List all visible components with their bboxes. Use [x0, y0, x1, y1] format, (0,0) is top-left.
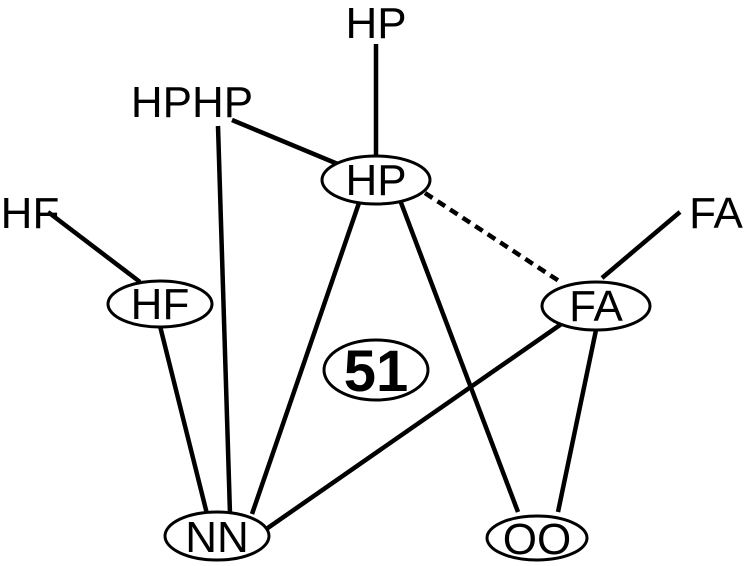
fa-node: FA [540, 280, 652, 332]
oo-node: OO [485, 514, 589, 564]
oo-node-label: OO [503, 515, 571, 564]
edge-hphp-to-hp-center [231, 117, 346, 170]
edge-hp-center-to-fa-dashed [423, 191, 564, 285]
hf-ellipse [106, 279, 214, 329]
fa-node-label: FA [569, 282, 623, 331]
hf-node: HF [106, 279, 214, 329]
hphp-top-label: HPHP [131, 78, 253, 127]
hf-top-label: HF [1, 189, 60, 238]
edge-hf-top-to-hf [46, 210, 142, 284]
center-number-ellipse [322, 338, 430, 402]
nn-node: NN [163, 510, 271, 562]
edge-hp-center-to-nn [249, 199, 363, 515]
edge-hp-center-to-oo [397, 199, 521, 513]
fa-ellipse [540, 280, 652, 332]
center-number-node: 51 [322, 338, 430, 404]
fa-top-label: FA [689, 189, 743, 238]
hp-center-ellipse [320, 154, 432, 206]
hf-node-label: HF [131, 280, 190, 329]
hp-top-label: HP [345, 0, 406, 48]
edge-hf-to-nn [157, 325, 211, 519]
oo-ellipse [485, 514, 589, 562]
edge-hphp-to-nn [215, 125, 233, 515]
edge-fa-top-to-fa [600, 210, 682, 280]
edges [46, 44, 682, 534]
nn-node-label: NN [185, 513, 249, 562]
hp-center-label: HP [345, 156, 406, 205]
edge-fa-to-oo [555, 329, 599, 513]
edge-fa-to-nn [260, 316, 572, 534]
hp-center-node: HP [320, 154, 432, 206]
nn-ellipse [163, 510, 271, 562]
center-number-label: 51 [344, 339, 409, 404]
